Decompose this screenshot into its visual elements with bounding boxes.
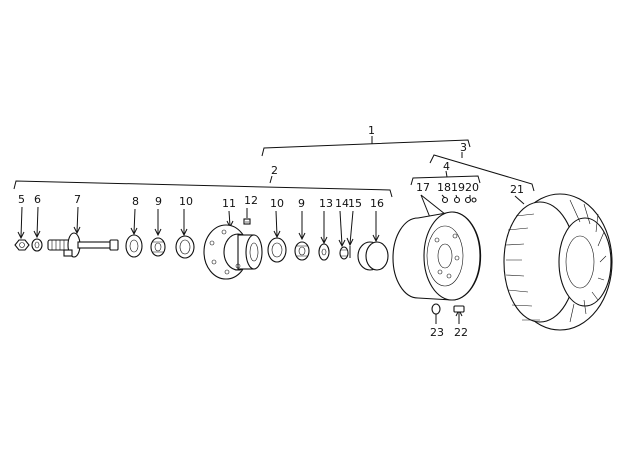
label-11: 11 — [222, 197, 236, 210]
group-bracket-1 — [261, 136, 471, 157]
label-12: 12 — [244, 194, 258, 207]
label-19: 19 — [451, 181, 465, 194]
label-13: 13 — [319, 197, 333, 210]
bearing-cone-9b — [294, 241, 310, 261]
label-10a: 10 — [179, 195, 193, 208]
label-15: 15 — [348, 197, 362, 210]
group-bracket-4 — [410, 170, 481, 186]
label-2: 2 — [271, 164, 278, 177]
valve-18 — [441, 196, 449, 204]
valve-20 — [464, 196, 477, 204]
cap-16 — [357, 241, 389, 271]
bolt-22 — [453, 305, 465, 313]
label-20: 20 — [465, 181, 479, 194]
tire-21 — [503, 193, 613, 331]
valve-19 — [453, 196, 461, 204]
label-7: 7 — [74, 193, 81, 206]
bearing-cone-9a — [150, 237, 166, 257]
group-bracket-3 — [429, 152, 535, 192]
label-17: 17 — [416, 181, 430, 194]
label-5: 5 — [18, 193, 25, 206]
washer-6 — [31, 238, 43, 252]
label-8: 8 — [132, 195, 139, 208]
label-3: 3 — [460, 141, 467, 154]
label-9b: 9 — [298, 197, 305, 210]
hub-11 — [203, 224, 263, 280]
bolt-12 — [243, 218, 251, 225]
seal-8 — [125, 234, 143, 258]
nut-23 — [431, 303, 441, 315]
label-4: 4 — [443, 160, 450, 173]
spindle-7 — [47, 232, 119, 258]
group-bracket-2 — [13, 175, 393, 198]
label-22: 22 — [454, 326, 468, 339]
nut-14 — [339, 246, 349, 260]
label-9a: 9 — [155, 195, 162, 208]
label-6: 6 — [34, 193, 41, 206]
label-21: 21 — [510, 183, 524, 196]
label-14: 14 — [335, 197, 349, 210]
washer-13 — [318, 243, 330, 261]
bearing-cup-10b — [267, 237, 287, 263]
leader-lines — [17, 194, 525, 324]
label-16: 16 — [370, 197, 384, 210]
label-23: 23 — [430, 326, 444, 339]
bearing-cup-10a — [175, 235, 195, 259]
label-10b: 10 — [270, 197, 284, 210]
label-1: 1 — [368, 124, 375, 137]
nut-5 — [14, 239, 30, 251]
wheel-rim-17 — [392, 211, 482, 301]
label-18: 18 — [437, 181, 451, 194]
